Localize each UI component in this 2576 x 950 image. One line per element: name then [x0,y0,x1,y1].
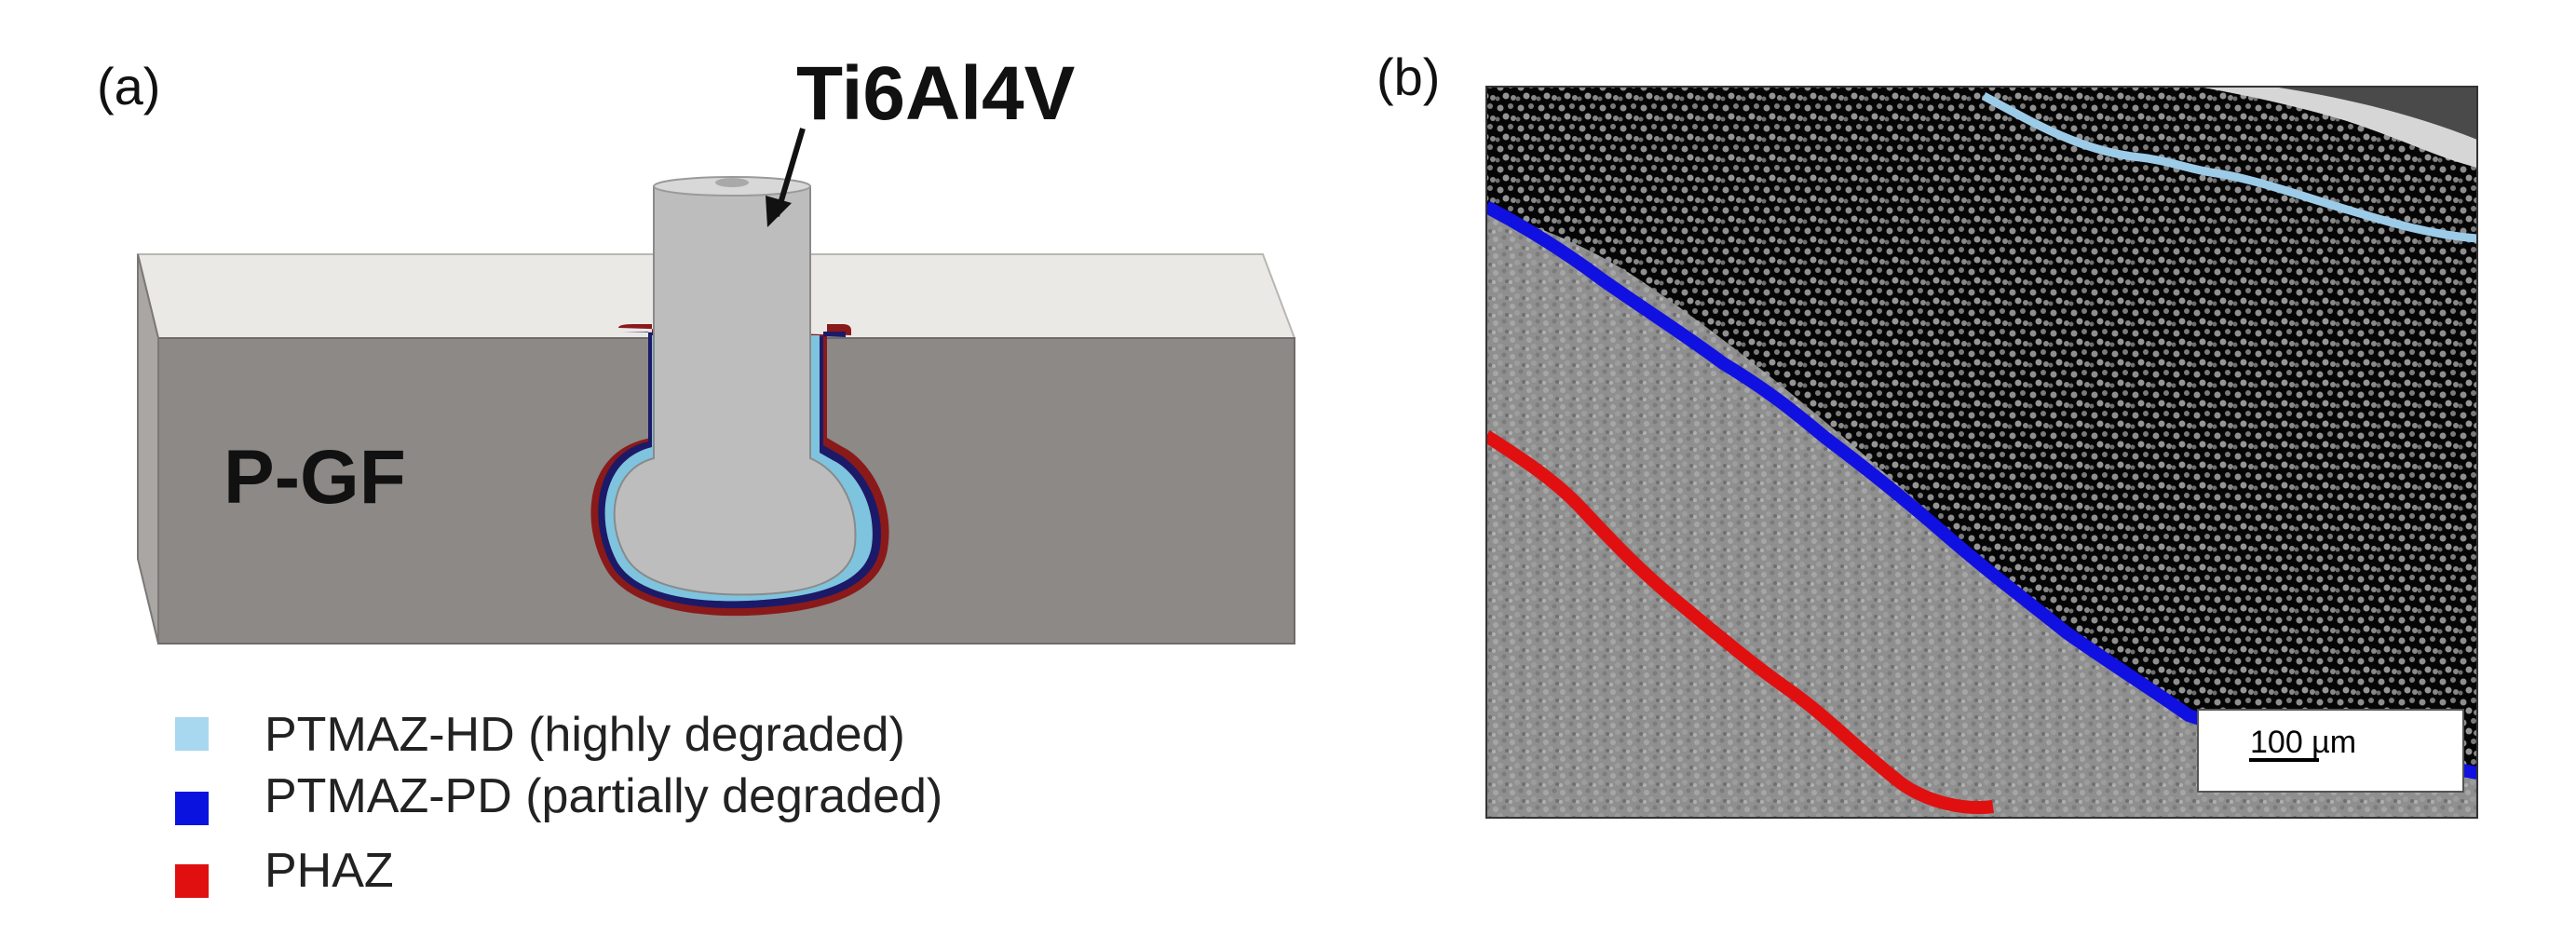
legend-swatch-hd [175,717,209,751]
micrograph-pin-edge-shadow [2272,87,2477,140]
scale-bar: 100 µm [2197,709,2464,793]
ti-pin-top-dot [715,178,749,187]
legend-swatch-phaz [175,864,209,898]
legend-swatch-pd [175,792,209,825]
panel-a: (a) Ti6Al4V P-GF PTMAZ-HD (highly degrad… [97,51,1296,898]
micrograph: 100 µm [1486,87,2477,818]
body-label: P-GF [224,435,406,520]
boundary-pd-line [1486,200,2477,780]
panel-b-label: (b) [1376,48,1440,106]
block-left-face [137,253,159,645]
legend-label-phaz: PHAZ [264,844,394,898]
pin-arrow [766,128,806,227]
micrograph-fiber-region [1486,87,2477,773]
scale-bar-label: 100 µm [2250,725,2356,760]
panel-b: (b) 100 µm [1376,48,2478,819]
panel-a-label: (a) [97,57,160,115]
pin-label: Ti6Al4V [796,51,1076,136]
micrograph-frame [1485,86,2478,819]
legend: PTMAZ-HD (highly degraded) PTMAZ-PD (par… [175,708,942,898]
boundary-hd-line [1981,92,2477,243]
legend-label-hd: PTMAZ-HD (highly degraded) [264,708,905,762]
boundary-phaz-line [1486,430,1994,814]
ti-pin [613,185,857,596]
legend-label-pd: PTMAZ-PD (partially degraded) [264,769,942,823]
